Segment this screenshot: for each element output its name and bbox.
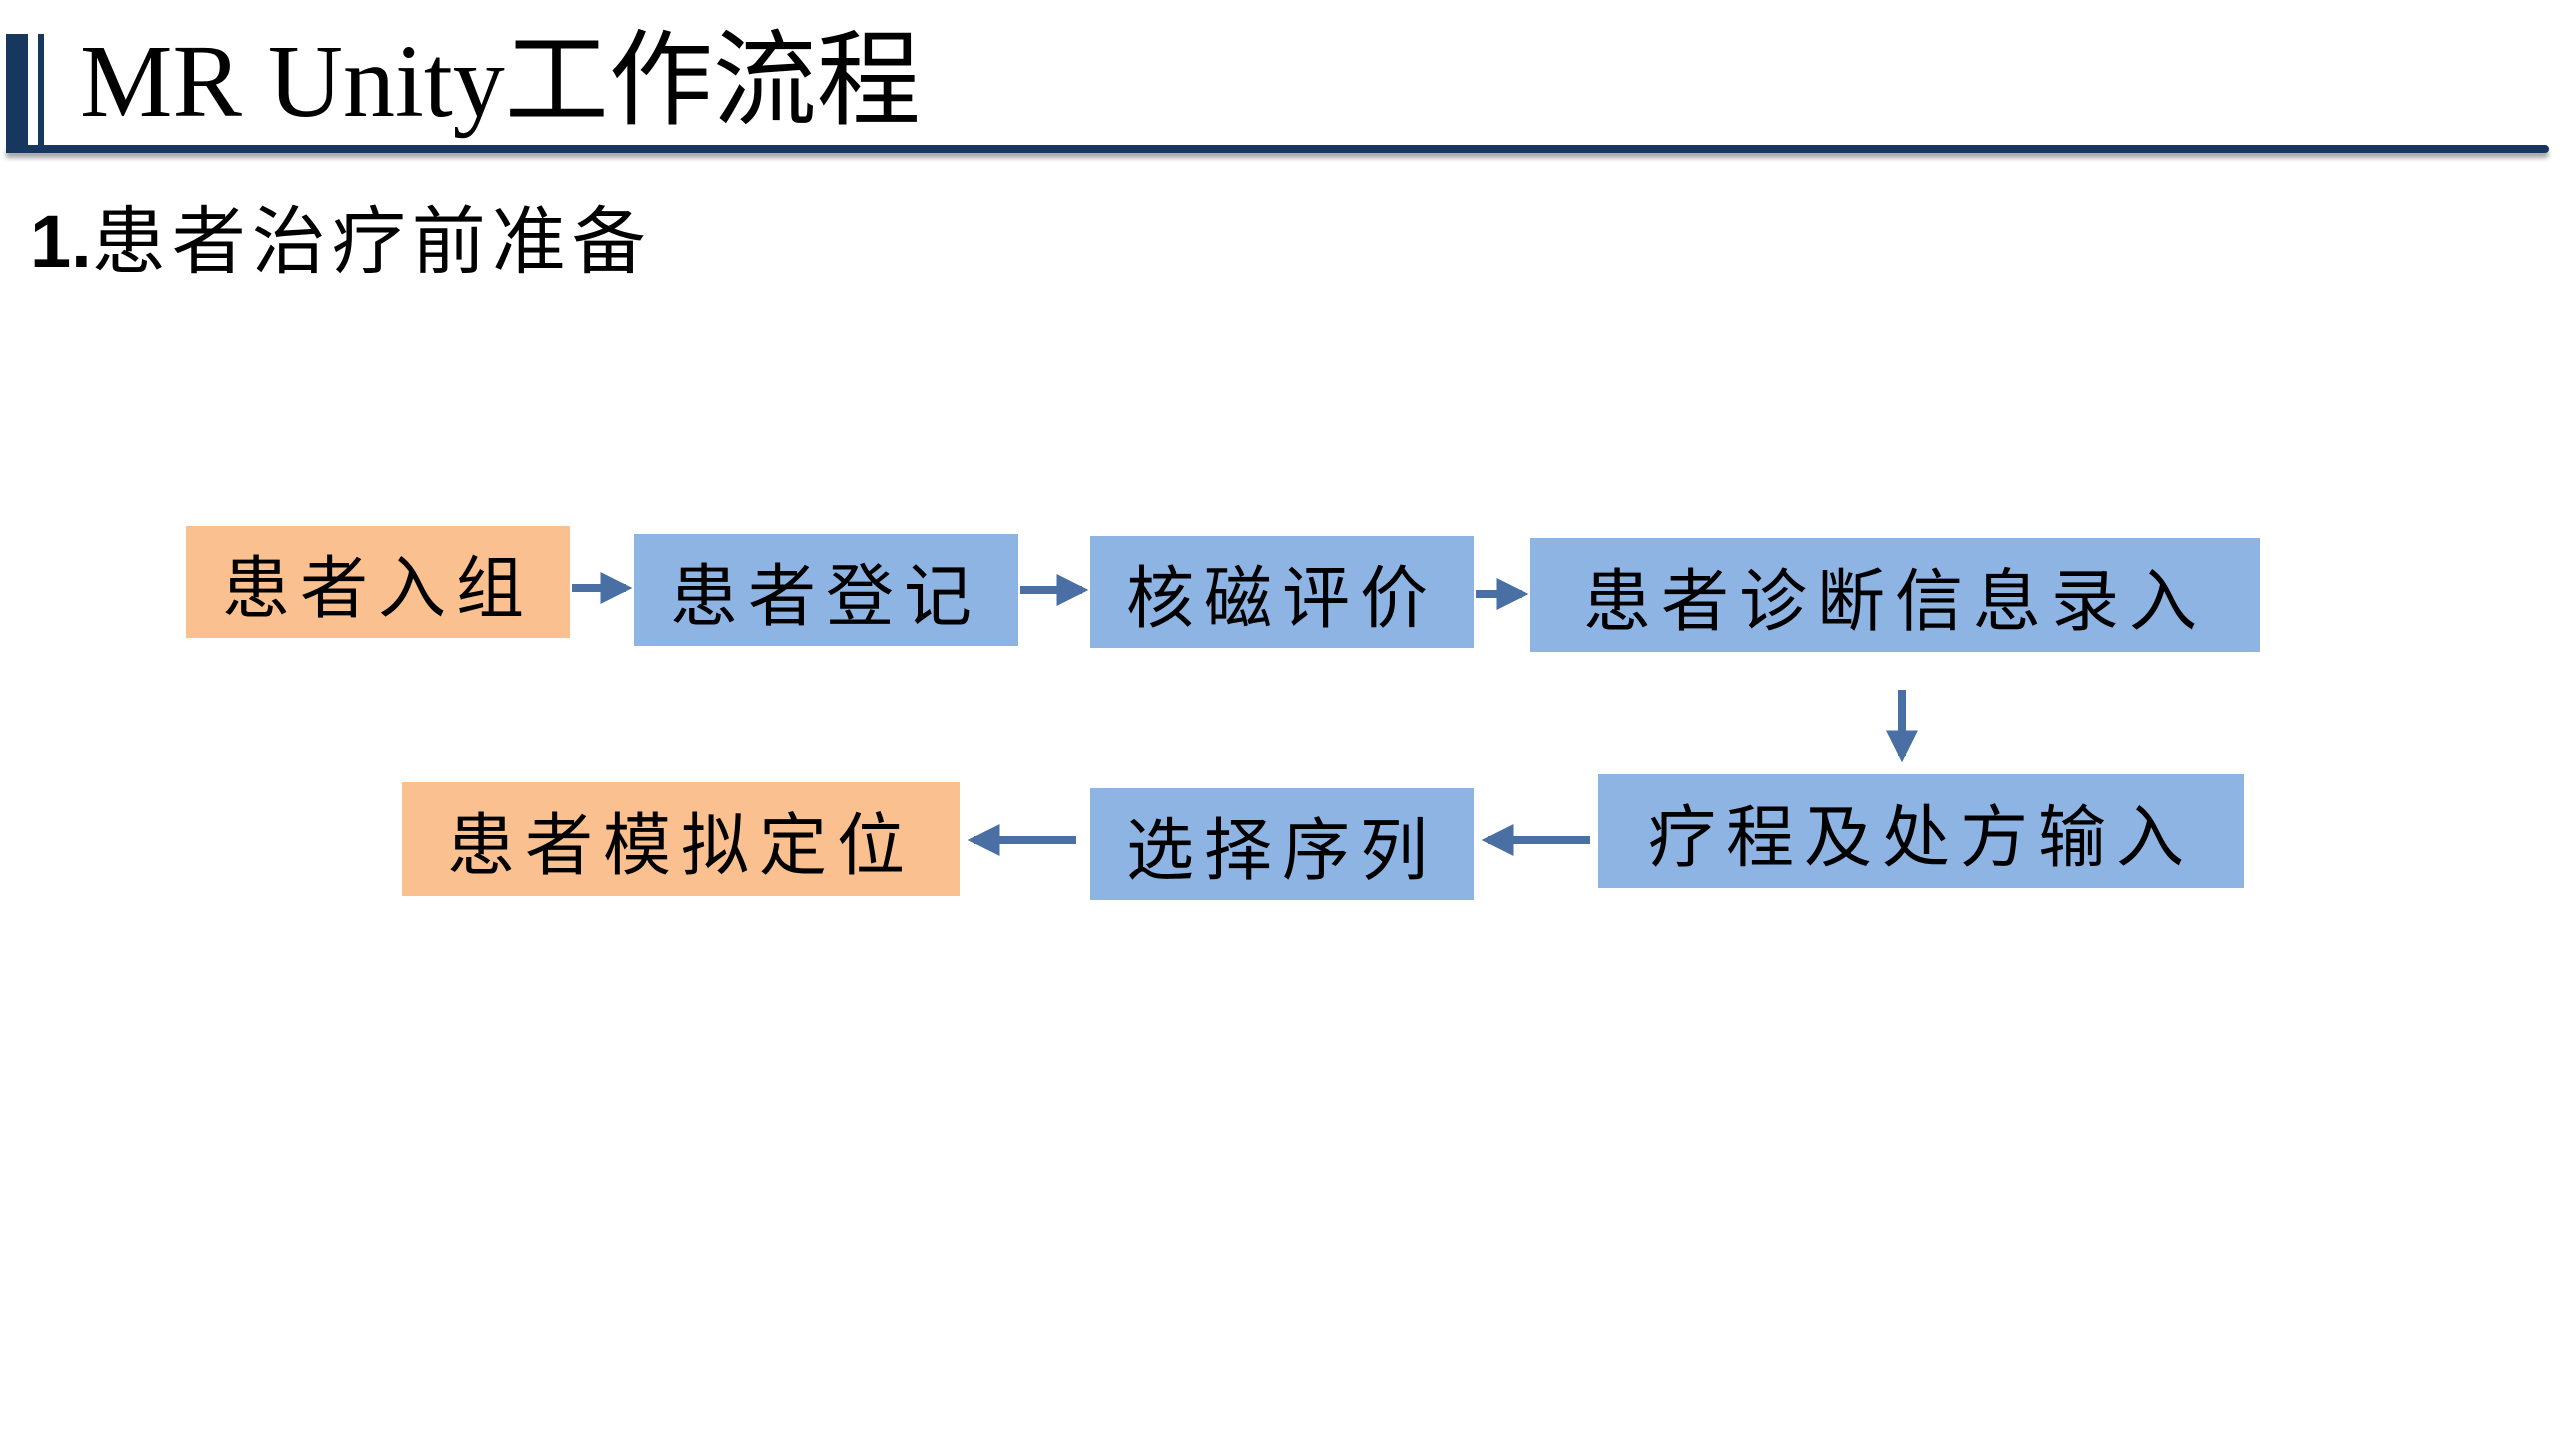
section-text: 患者治疗前准备 <box>91 199 652 285</box>
title-accent-bar-thick <box>6 34 28 146</box>
section-heading: 1.患者治疗前准备 <box>30 192 652 292</box>
page-title: MR Unity工作流程 <box>80 24 921 139</box>
flow-node-mri-evaluation: 核磁评价 <box>1090 536 1474 648</box>
flow-node-patient-enrollment: 患者入组 <box>186 526 570 638</box>
flow-node-course-prescription-entry: 疗程及处方输入 <box>1598 774 2244 888</box>
title-accent-bar-thin <box>38 34 44 146</box>
section-number: 1. <box>30 200 92 283</box>
flow-node-diagnosis-entry: 患者诊断信息录入 <box>1530 538 2260 652</box>
flow-node-sequence-selection: 选择序列 <box>1090 788 1474 900</box>
flow-node-patient-simulation: 患者模拟定位 <box>402 782 960 896</box>
flow-node-patient-registration: 患者登记 <box>634 534 1018 646</box>
title-underline-rule <box>6 145 2549 153</box>
